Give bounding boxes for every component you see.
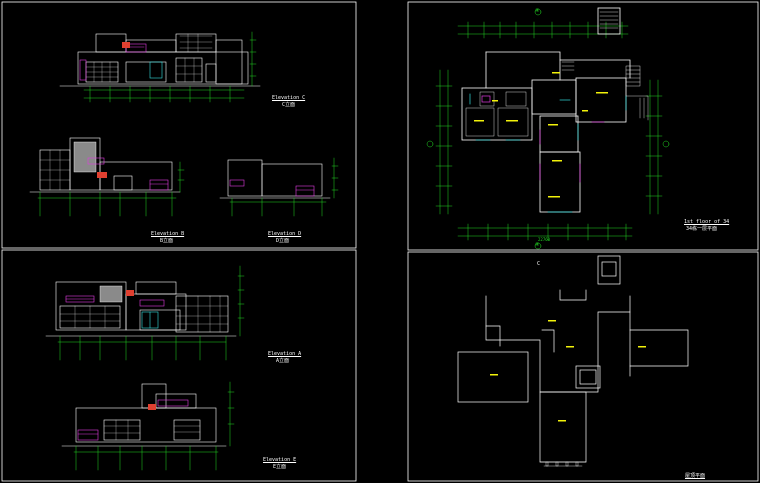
roof-plan-marker: C xyxy=(537,261,541,267)
frame-right-top xyxy=(407,1,759,251)
elevation-c-subtitle: C立面 xyxy=(282,102,296,108)
elevation-d-drawing xyxy=(219,157,339,217)
elevation-a-subtitle: A立面 xyxy=(276,358,290,364)
roof-plan-title: 屋顶平面 xyxy=(685,473,706,479)
frame-left-top xyxy=(1,1,357,249)
elevation-b-drawing xyxy=(29,137,185,217)
floor-plan-title: 1st floor of 34 xyxy=(684,219,730,225)
floor-plan-axis-marker-top: ④ xyxy=(535,8,540,14)
elevation-e-title: Elevation E xyxy=(263,457,297,463)
floor-plan-overall-dimension: 22760 xyxy=(538,237,551,242)
elevation-c-title: Elevation C xyxy=(272,95,306,101)
floor-plan-axis-marker-bottom: ④ xyxy=(535,242,540,248)
elevation-c-drawing xyxy=(59,31,261,103)
elevation-b-title: Elevation B xyxy=(151,231,185,237)
elevation-e-drawing xyxy=(61,381,235,471)
elevation-e-subtitle: E立面 xyxy=(273,464,287,470)
floor-plan-subtitle: 34栋一层平面 xyxy=(686,226,718,232)
frame-right-bottom xyxy=(407,251,759,482)
elevation-d-subtitle: D立面 xyxy=(276,238,290,244)
elevation-a-drawing xyxy=(45,265,245,361)
roof-plan-drawing xyxy=(457,255,689,467)
elevation-b-subtitle: B立面 xyxy=(160,238,174,244)
floor-plan-drawing xyxy=(426,7,670,250)
elevation-d-title: Elevation D xyxy=(268,231,302,237)
elevation-a-title: Elevation A xyxy=(268,351,302,357)
frame-left-bottom xyxy=(1,249,357,482)
